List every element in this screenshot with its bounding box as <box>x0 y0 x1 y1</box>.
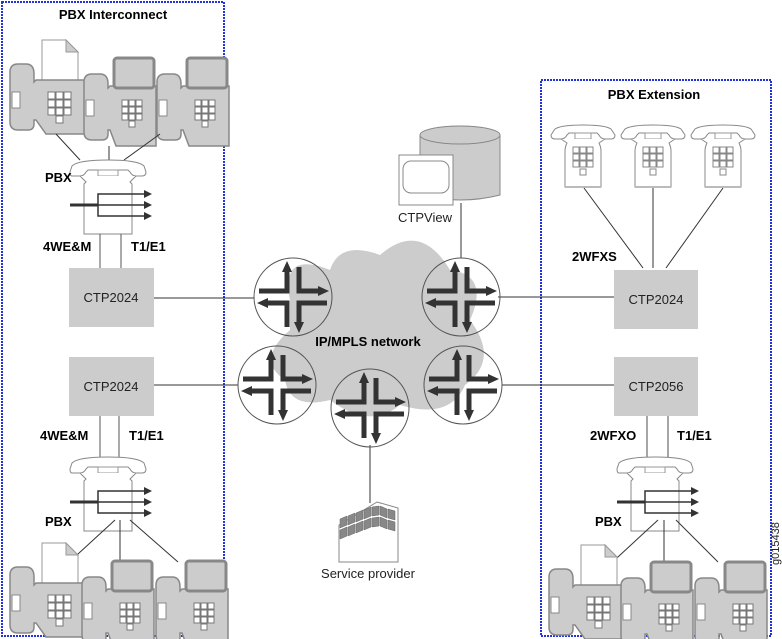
desk-phone <box>550 124 616 188</box>
router-e <box>424 346 502 424</box>
figure-id: g015438 <box>770 522 782 565</box>
ip-mpls-label: IP/MPLS network <box>315 334 421 349</box>
interface-label-t1e1: T1/E1 <box>131 239 166 254</box>
ctp2024-right <box>614 270 698 329</box>
interface-label-2wfxo: 2WFXO <box>590 428 636 443</box>
router-s <box>331 369 409 447</box>
ctpview-label: CTPView <box>398 210 453 225</box>
screen-phone <box>693 560 769 639</box>
ctp2024-left-bottom <box>69 357 154 416</box>
interface-label-4wem: 4WE&M <box>43 239 91 254</box>
interface-label-t1e1: T1/E1 <box>677 428 712 443</box>
router-ne <box>422 258 500 336</box>
pbx-icon <box>68 158 154 236</box>
interface-label-t1e1: T1/E1 <box>129 428 164 443</box>
desk-phone <box>690 124 756 188</box>
router-nw <box>254 258 332 336</box>
interface-label-2wfxs: 2WFXS <box>572 249 617 264</box>
fax-phone <box>548 544 630 639</box>
pbx-label: PBX <box>595 514 622 529</box>
screen-phone <box>155 56 231 148</box>
region-title-extension: PBX Extension <box>608 87 701 102</box>
ctp-label: CTP2024 <box>84 379 139 394</box>
pbx-icon <box>615 455 701 533</box>
interface-label-4wem: 4WE&M <box>40 428 88 443</box>
ctpview-server <box>398 125 501 206</box>
pbx-icon <box>68 455 154 533</box>
ctp2024-left-top <box>69 268 154 327</box>
region-title-interconnect: PBX Interconnect <box>59 7 168 22</box>
ctp-label: CTP2024 <box>629 292 684 307</box>
service-provider-label: Service provider <box>321 566 416 581</box>
fax-phone <box>9 39 91 135</box>
screen-phone <box>619 560 695 639</box>
desk-phone <box>620 124 686 188</box>
screen-phone <box>154 559 230 639</box>
screen-phone <box>82 56 158 148</box>
router-w <box>238 346 316 424</box>
screen-phone <box>80 559 156 639</box>
ctp-label: CTP2056 <box>629 379 684 394</box>
ctp-label: CTP2024 <box>84 290 139 305</box>
pbx-label: PBX <box>45 170 72 185</box>
service-provider-building <box>338 501 399 563</box>
fax-phone <box>9 542 91 638</box>
pbx-label: PBX <box>45 514 72 529</box>
ctp2056-right <box>614 357 698 416</box>
